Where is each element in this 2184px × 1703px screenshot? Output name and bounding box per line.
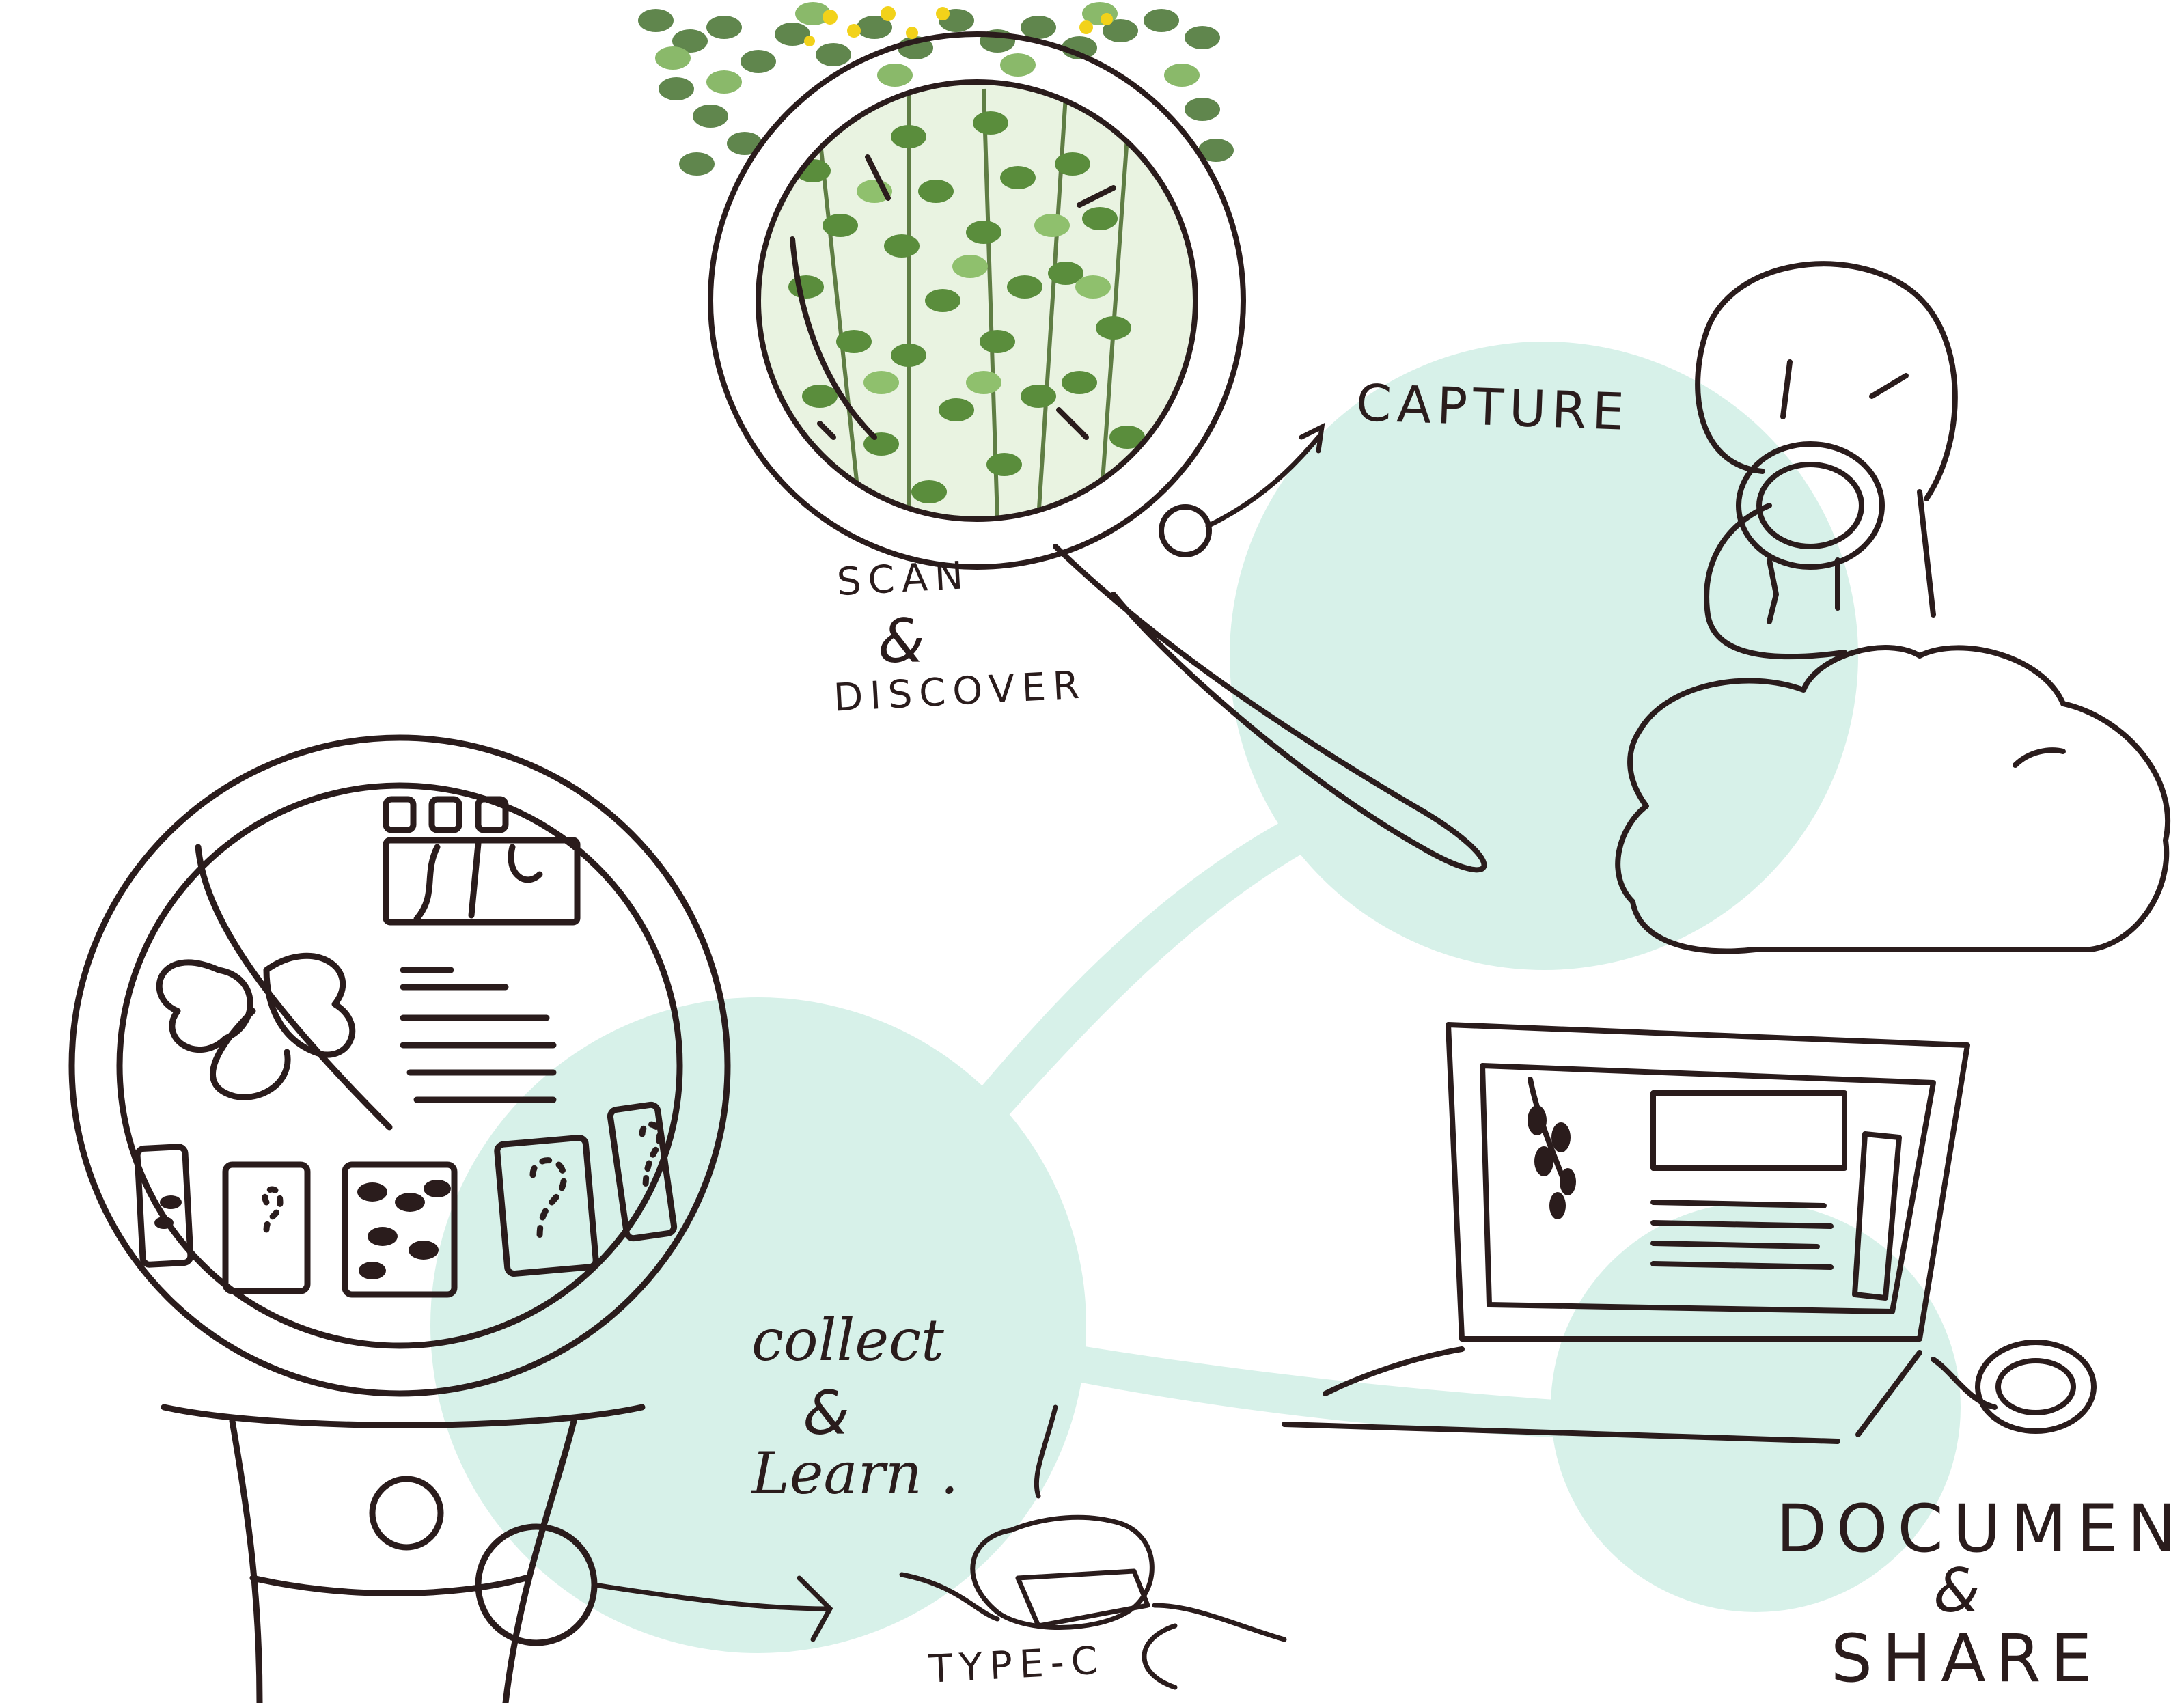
label-collect: collect bbox=[751, 1307, 944, 1374]
handheld-device bbox=[68, 734, 731, 1703]
label-collect-amp: & bbox=[803, 1378, 850, 1448]
collection-card bbox=[607, 1101, 678, 1242]
collection-card bbox=[222, 1161, 311, 1294]
label-scan: SCAN bbox=[835, 553, 971, 605]
person-scanner-lens bbox=[1736, 441, 1885, 570]
card-leaf-pattern bbox=[154, 1180, 451, 1279]
label-capture: CAPTURE bbox=[1355, 374, 1631, 442]
collect-blob bbox=[430, 997, 1086, 1653]
label-type-c: TYPE-C bbox=[928, 1638, 1106, 1692]
type-c-cable bbox=[899, 1404, 1287, 1690]
capture-arrow bbox=[1205, 422, 1325, 529]
map-card bbox=[383, 837, 581, 926]
document-blob bbox=[1551, 1202, 1961, 1612]
plant-drawing bbox=[195, 844, 393, 1131]
laptop bbox=[1282, 1022, 2097, 1444]
mint-background-shapes bbox=[430, 342, 1961, 1653]
connector-band-bottom bbox=[1032, 1339, 1564, 1438]
collection-card bbox=[134, 1144, 194, 1268]
label-document: DOCUMENT bbox=[1776, 1491, 2184, 1567]
device-button bbox=[369, 1476, 444, 1551]
label-share: SHARE bbox=[1831, 1620, 2102, 1697]
connector-band-top bbox=[970, 792, 1359, 1120]
magnifier-scanner bbox=[708, 31, 1487, 873]
type-c-arrow bbox=[592, 1575, 833, 1642]
person-illustration bbox=[1615, 261, 2171, 954]
bush bbox=[1615, 645, 2171, 954]
laptop-screen-panel bbox=[1650, 1090, 1847, 1171]
label-learn: Learn . bbox=[751, 1440, 959, 1507]
capture-blob bbox=[1230, 342, 1858, 970]
collection-card bbox=[342, 1161, 458, 1298]
laptop-plant-icon bbox=[1528, 1105, 1576, 1219]
label-document-amp: & bbox=[1933, 1555, 1980, 1626]
label-scan-amp: & bbox=[878, 606, 925, 676]
laptop-scanner bbox=[1975, 1340, 2097, 1434]
scanner-button bbox=[1159, 504, 1212, 557]
collection-card bbox=[494, 1135, 599, 1277]
